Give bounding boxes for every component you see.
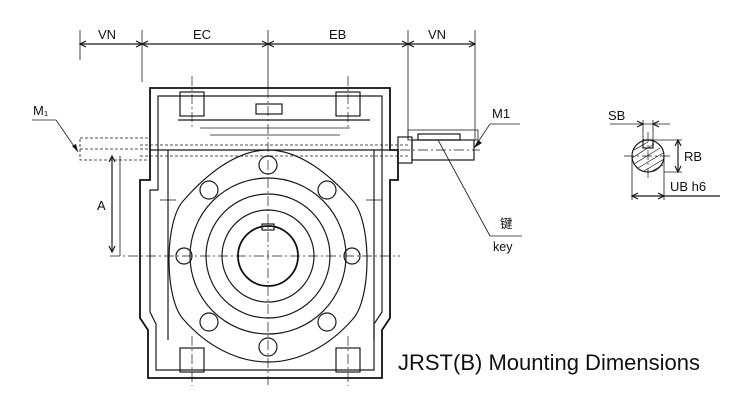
- m1-left-leader: [32, 119, 79, 153]
- m1-left-label: M₁: [33, 103, 49, 118]
- shaft-section-detail: [610, 120, 720, 200]
- top-dimension-lines: [78, 30, 477, 140]
- eb-label: EB: [329, 27, 346, 42]
- key-cn-label: 键: [500, 217, 513, 231]
- rb-label: RB: [684, 149, 702, 164]
- key-leader: [437, 139, 522, 237]
- m1-right-leader: [473, 123, 520, 149]
- drawing-title: JRST(B) Mounting Dimensions: [398, 350, 700, 375]
- key-en-label: key: [493, 240, 513, 254]
- vn-right-label: VN: [428, 27, 446, 42]
- m1-right-label: M1: [492, 106, 510, 121]
- ec-label: EC: [193, 27, 211, 42]
- right-shaft: [397, 129, 480, 164]
- sb-label: SB: [608, 108, 625, 123]
- left-shaft: [79, 137, 151, 256]
- ub-label: UB h6: [670, 179, 706, 194]
- gearbox-housing: [139, 76, 410, 386]
- vn-left-label: VN: [98, 27, 116, 42]
- a-label: A: [97, 198, 106, 213]
- output-flange: [110, 88, 400, 385]
